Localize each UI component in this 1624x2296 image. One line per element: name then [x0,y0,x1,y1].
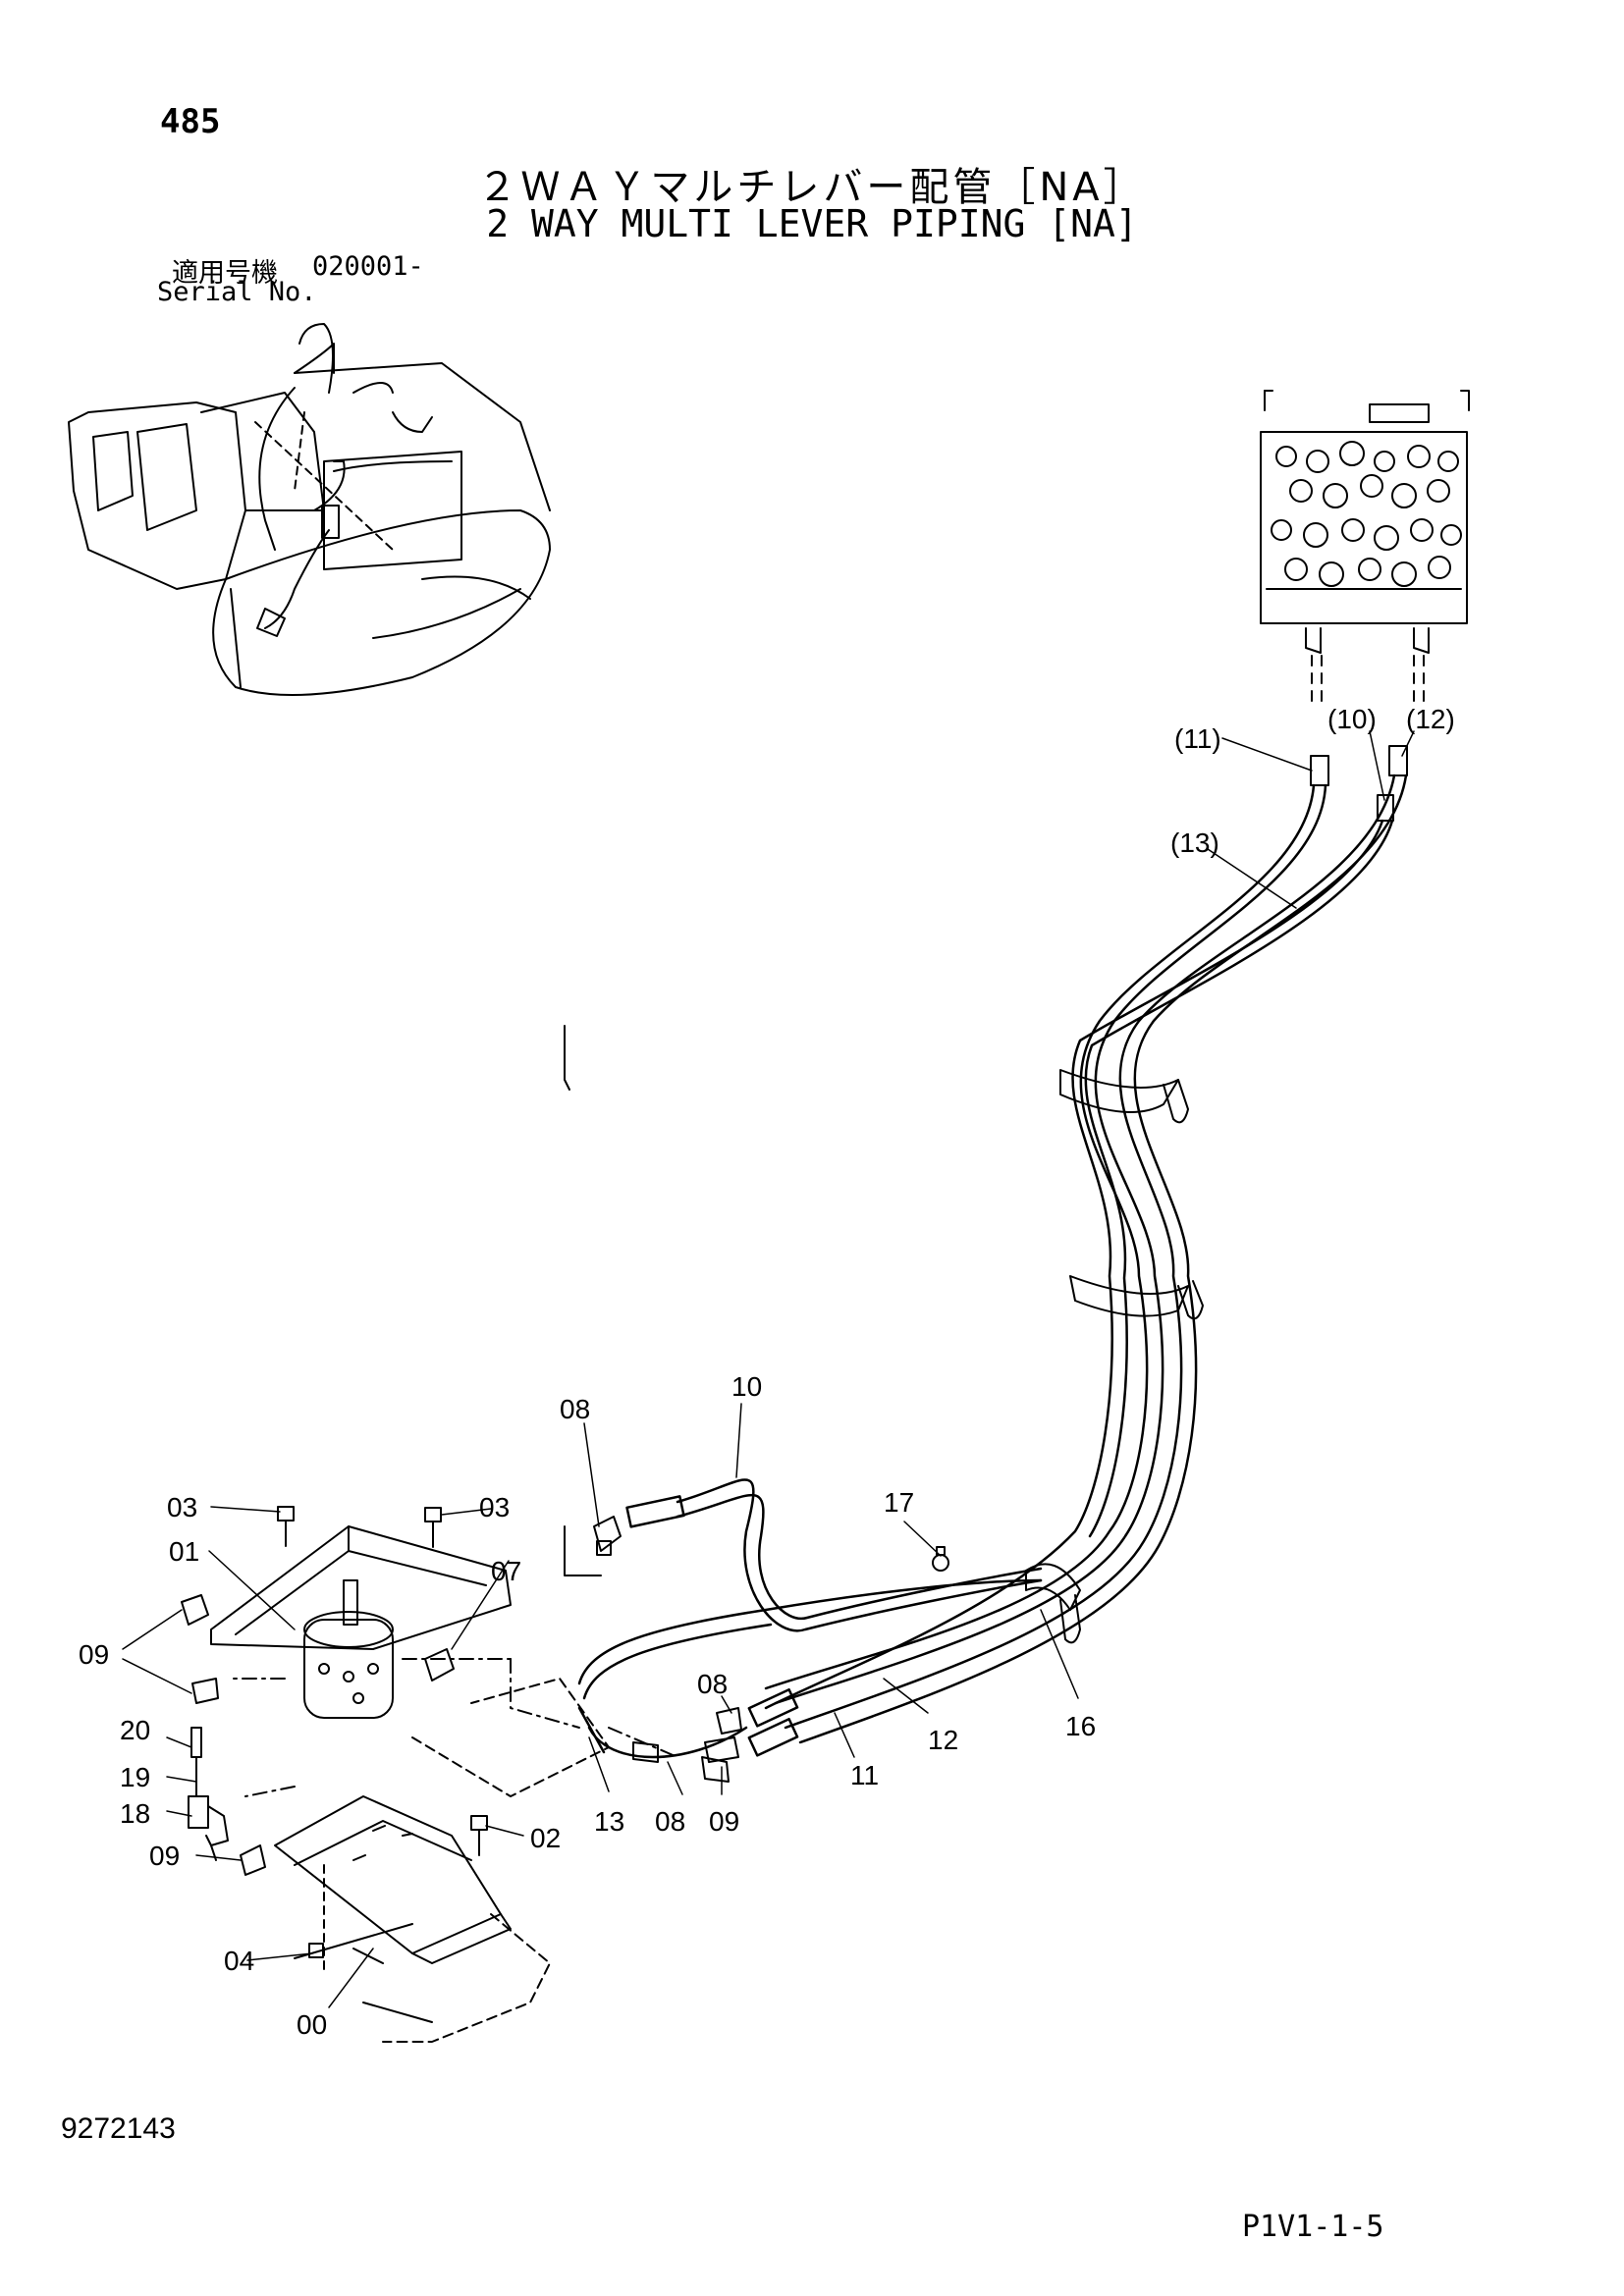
leader-lines [122,730,1415,2008]
callout-12-parenthesized: (12) [1406,704,1455,734]
callout-13-parenthesized: (13) [1170,828,1219,858]
serial-label-japanese: 適用号機 [172,258,278,289]
callout-12: 12 [928,1725,958,1755]
callout-20: 20 [120,1715,150,1745]
callout-08-top: 08 [560,1394,590,1424]
callout-07: 07 [491,1556,521,1586]
callout-08-middle: 08 [697,1669,728,1699]
callout-01: 01 [169,1536,199,1567]
callout-11: 11 [850,1760,879,1790]
callout-19: 19 [120,1762,150,1792]
control-valve-assembly [1260,390,1470,708]
serial-code: 020001- [312,251,424,282]
callout-09-bottom: 09 [709,1806,739,1837]
lever-base-assembly [210,1525,678,2043]
callout-04: 04 [224,1946,254,1976]
excavator-overview-illustration [68,323,551,696]
bolts-and-small-parts [181,1506,488,1958]
callout-10-parenthesized: (10) [1327,704,1377,734]
callout-17: 17 [884,1487,914,1518]
elbow-fittings [564,1025,949,1783]
lower-hoses [577,1478,1043,1759]
callout-09-lower: 09 [149,1841,180,1871]
callout-02: 02 [530,1823,561,1853]
callout-18: 18 [120,1798,150,1829]
callout-09-left: 09 [79,1639,109,1670]
callout-03-right: 03 [479,1492,510,1522]
title-japanese: ２ＷＡＹマルチレバー配管［NA］ [477,165,1147,210]
callout-11-parenthesized: (11) [1174,723,1221,754]
callout-08-bottom: 08 [655,1806,685,1837]
page-number: 485 [160,102,221,141]
page-code: P1V1-1-5 [1242,2210,1384,2244]
title-english: 2 WAY MULTI LEVER PIPING [NA] [486,202,1138,245]
document-number: 9272143 [61,2112,176,2145]
callout-03-left: 03 [167,1492,197,1522]
callout-13: 13 [594,1806,624,1837]
hose-clamps [1025,1069,1204,1644]
callout-10: 10 [731,1371,762,1402]
callout-00: 00 [297,2009,327,2040]
hose-bundle [764,774,1408,1744]
callout-labels: 00 01 02 03 03 04 07 08 08 08 09 09 09 1… [79,704,1455,2040]
serial-label-english: Serial No. [157,277,317,307]
callout-16: 16 [1065,1711,1096,1741]
